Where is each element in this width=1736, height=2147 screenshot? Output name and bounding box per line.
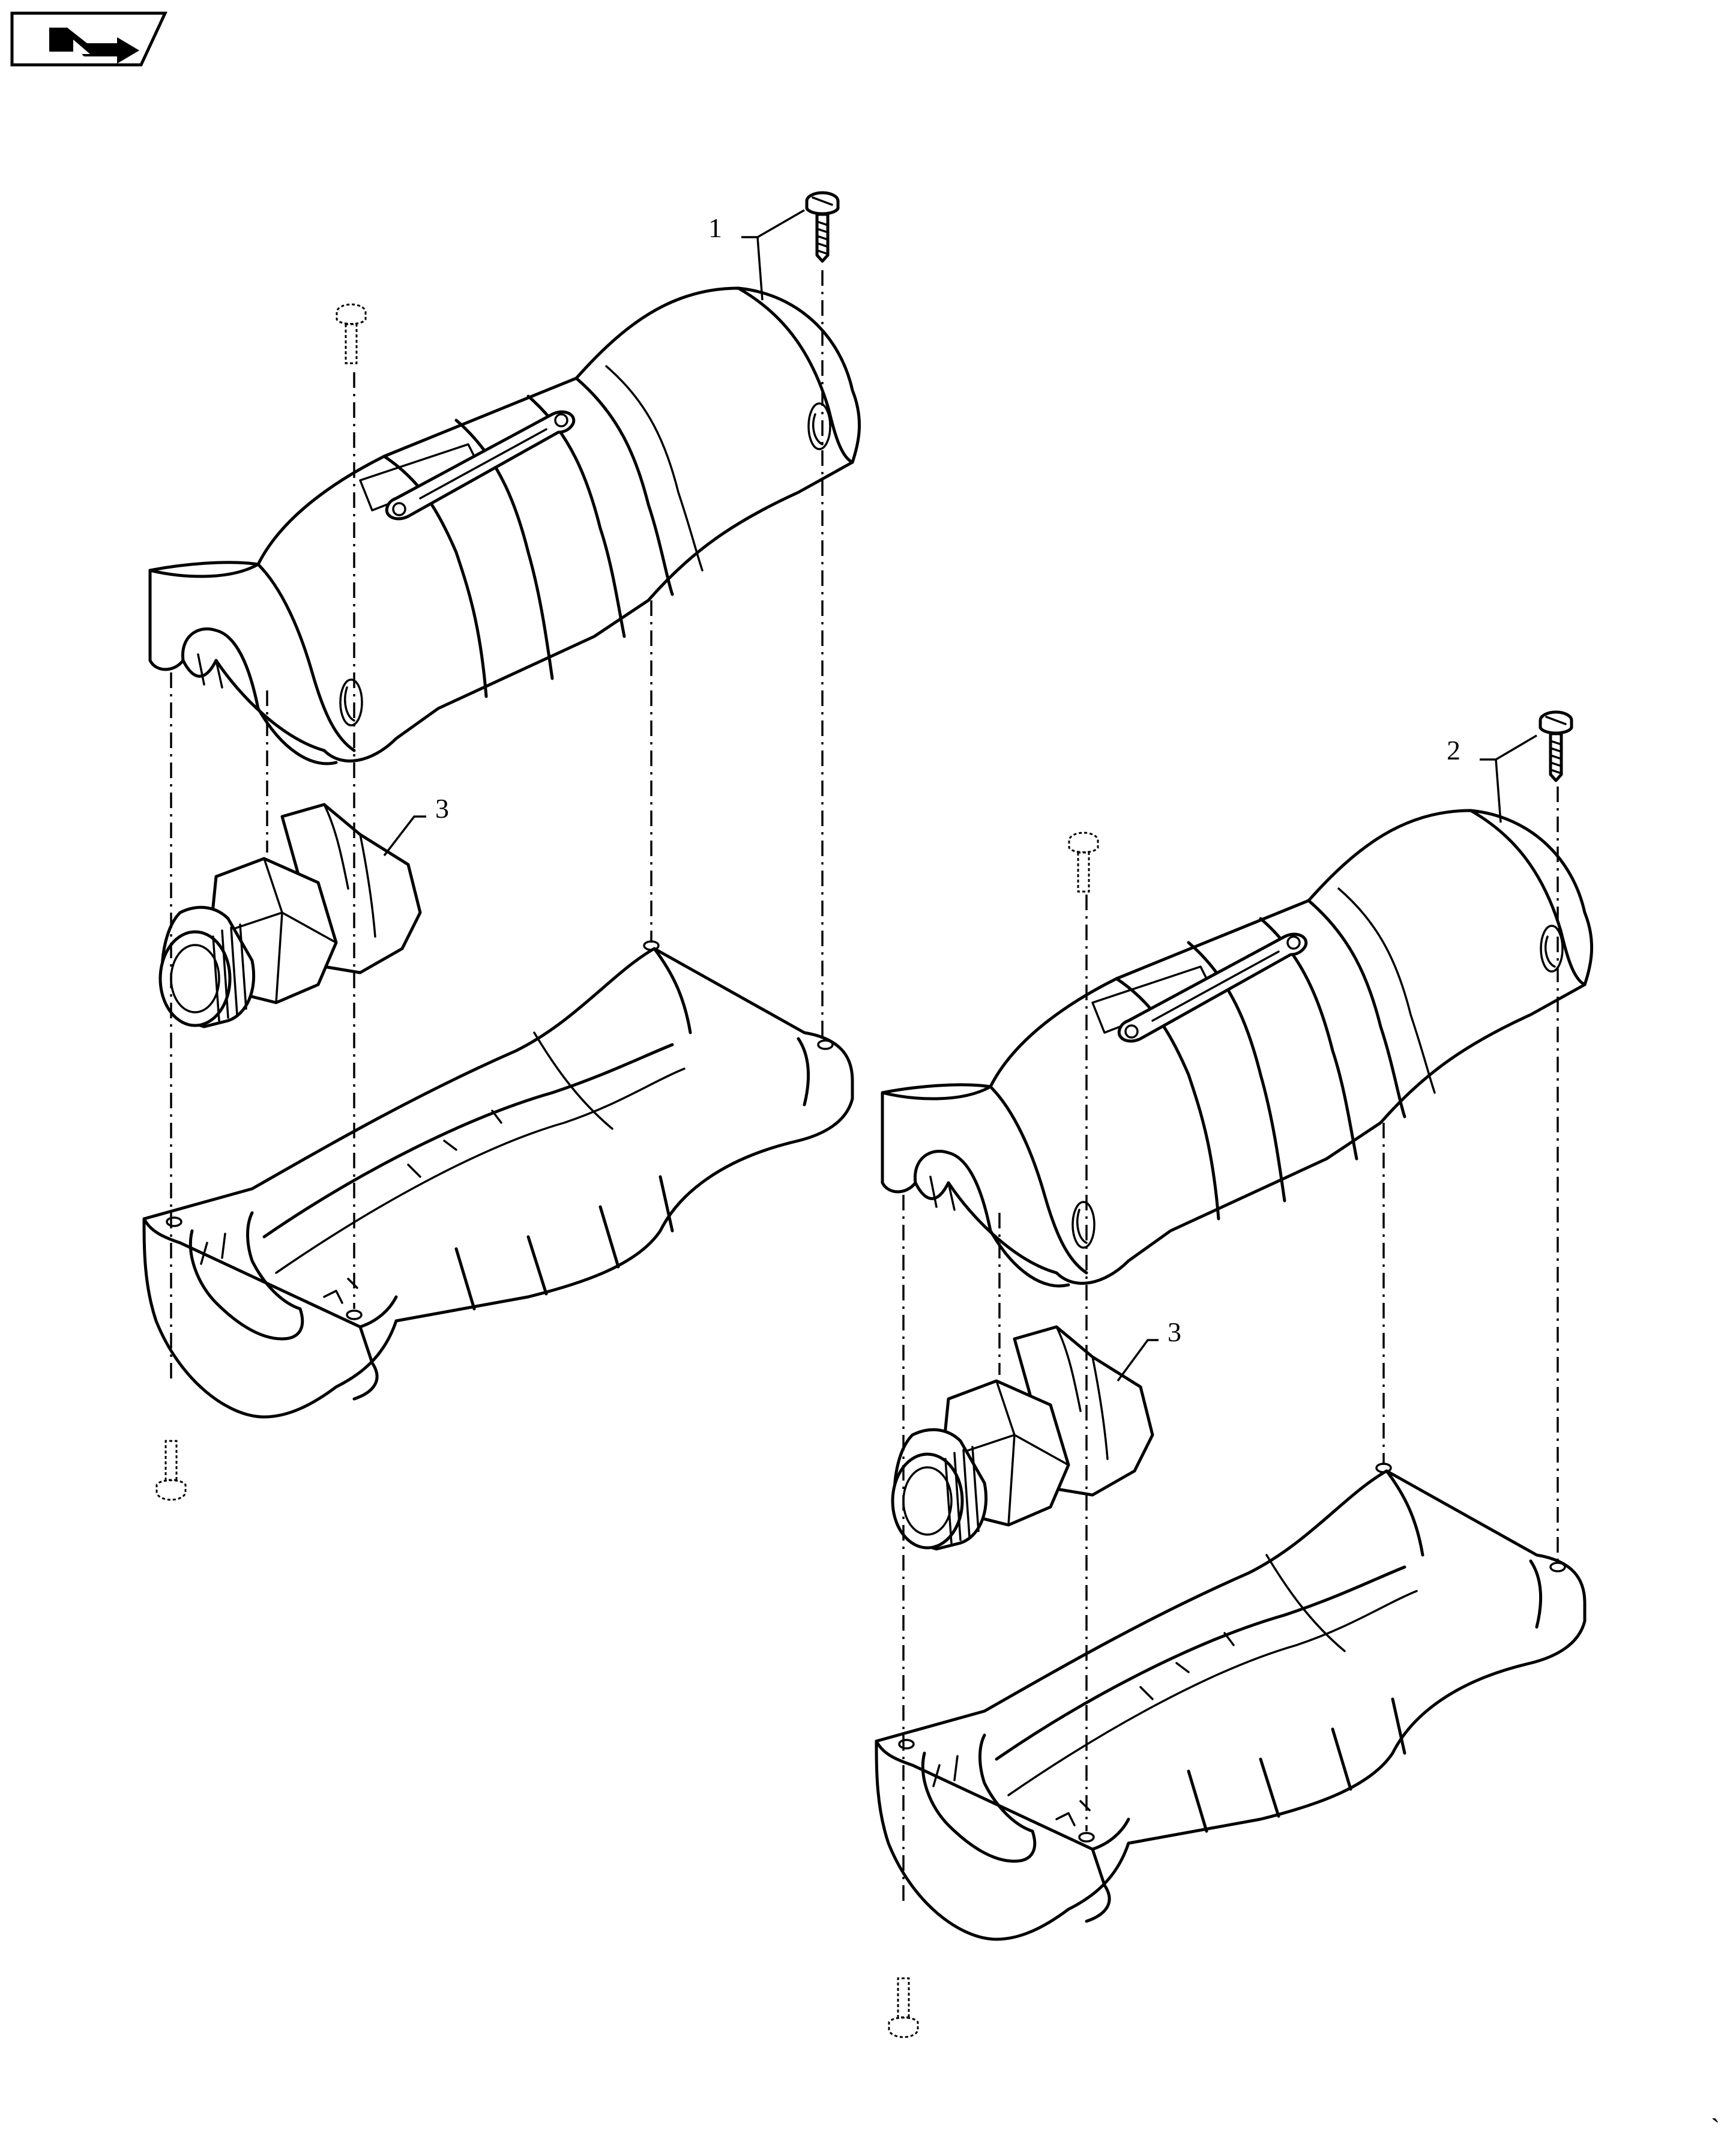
- upper-housing-half: [150, 288, 860, 764]
- screw-reference: [336, 303, 367, 364]
- screw: [1540, 712, 1572, 781]
- callout-leader: [756, 237, 764, 301]
- callout-label: 3: [1168, 1317, 1181, 1347]
- corner-mark: `: [1711, 2113, 1720, 2143]
- callout-leader: [1495, 759, 1502, 823]
- callout-leader: [1480, 734, 1537, 761]
- lower-housing-half: [876, 1464, 1585, 1939]
- screw-reference: [888, 1977, 919, 2038]
- upper-housing-half: [882, 811, 1592, 1286]
- screw-reference: [1068, 832, 1099, 893]
- callout-label: 2: [1447, 735, 1460, 765]
- screw-reference: [155, 1440, 187, 1501]
- assembly-left: [144, 193, 860, 1501]
- callout-label: 3: [435, 793, 449, 824]
- lower-housing-half: [144, 941, 852, 1417]
- callout-label: 1: [708, 213, 722, 243]
- hex-fitting: [893, 1327, 1153, 1549]
- callout-leader: [741, 209, 805, 238]
- callout-leader: [383, 815, 426, 857]
- callout-leader: [1117, 1339, 1159, 1382]
- next-page-arrow-icon[interactable]: [10, 11, 167, 67]
- hex-fitting: [160, 805, 420, 1027]
- assembly-right: [876, 712, 1592, 2038]
- screw: [807, 193, 838, 261]
